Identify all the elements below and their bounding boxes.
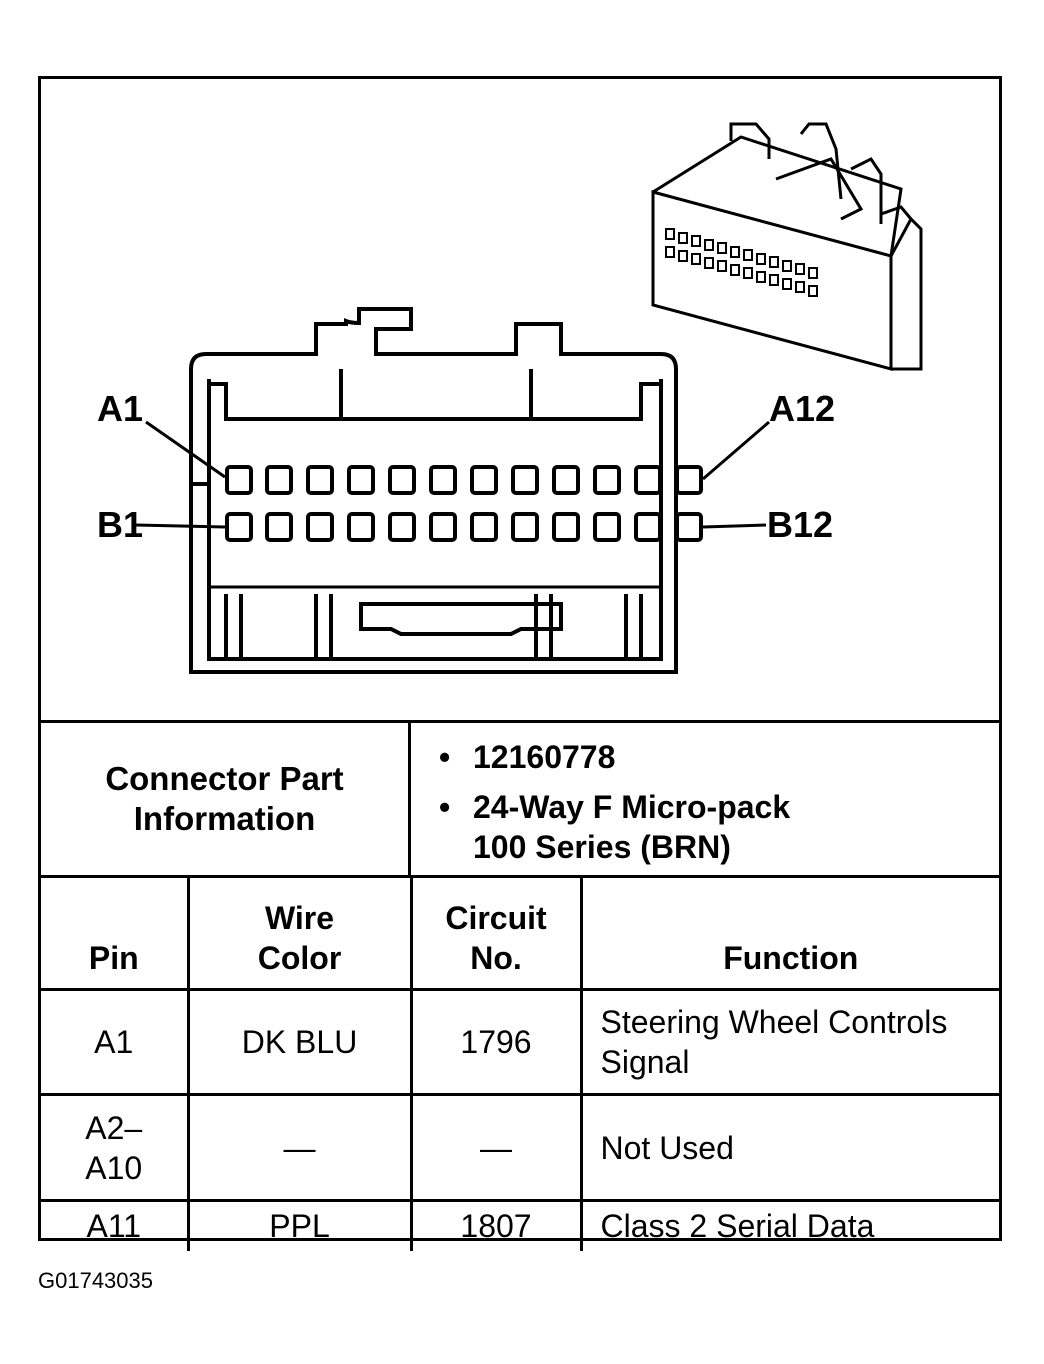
figure-code: G01743035	[38, 1268, 153, 1293]
pin-cell: A2–A10	[41, 1093, 190, 1202]
part-number-line: • 12160778	[439, 737, 616, 777]
table-row: A2–A10 — — Not Used	[41, 1093, 999, 1202]
bullet-icon: •	[439, 739, 451, 775]
pin-cell: A1	[41, 988, 190, 1096]
connector-part-info-label: Connector Part Information	[41, 723, 411, 875]
cavity-b12	[675, 512, 703, 542]
connector-cavities	[225, 465, 703, 542]
connector-3d-cavities	[665, 228, 818, 297]
connector-sheet: A1 A12 B1 B12 Connector Part Information…	[38, 76, 1002, 1251]
bullet-icon: •	[439, 789, 451, 825]
cavity-b1	[225, 512, 253, 542]
pin-leader-lines	[135, 420, 770, 529]
description-line: • 24-Way F Micro-pack	[439, 787, 791, 827]
connector-description: 24-Way F Micro-pack	[473, 789, 791, 825]
connector-3d-illustration	[651, 122, 923, 371]
pin-label-a12: A12	[769, 388, 836, 429]
circuit-cell: —	[409, 1093, 583, 1202]
connector-face-drawing	[135, 122, 923, 674]
circuit-cell: 1807	[409, 1199, 583, 1251]
wire-color-cell: DK BLU	[186, 988, 413, 1096]
info-label-line2: Information	[133, 800, 316, 837]
info-label-line1: Connector Part	[105, 760, 344, 797]
cavity-a12	[675, 465, 703, 495]
pin-label-b1: B1	[97, 504, 144, 545]
connector-diagram: A1 A12 B1 B12	[41, 79, 999, 719]
pin-label-a1: A1	[97, 388, 144, 429]
pin-cell: A11	[41, 1199, 190, 1251]
function-cell: Not Used	[579, 1093, 999, 1202]
connector-part-info-values: • 12160778 • 24-Way F Micro-pack 100 Ser…	[413, 723, 999, 875]
header-function: Function	[579, 878, 999, 991]
connector-series: 100 Series (BRN)	[473, 829, 731, 865]
pin-label-b12: B12	[767, 504, 834, 545]
cavity-a1	[225, 465, 253, 495]
connector-part-info: Connector Part Information • 12160778 • …	[41, 720, 999, 878]
table-row: A11 PPL 1807 Class 2 Serial Data	[41, 1199, 999, 1251]
connector-face	[189, 307, 678, 674]
wire-color-cell: —	[186, 1093, 413, 1202]
circuit-cell: 1796	[409, 988, 583, 1096]
function-cell: Class 2 Serial Data	[579, 1199, 999, 1251]
part-number: 12160778	[473, 739, 616, 775]
description-line-2: 100 Series (BRN)	[473, 827, 731, 867]
header-pin: Pin	[41, 878, 190, 991]
wire-color-cell: PPL	[186, 1199, 413, 1251]
